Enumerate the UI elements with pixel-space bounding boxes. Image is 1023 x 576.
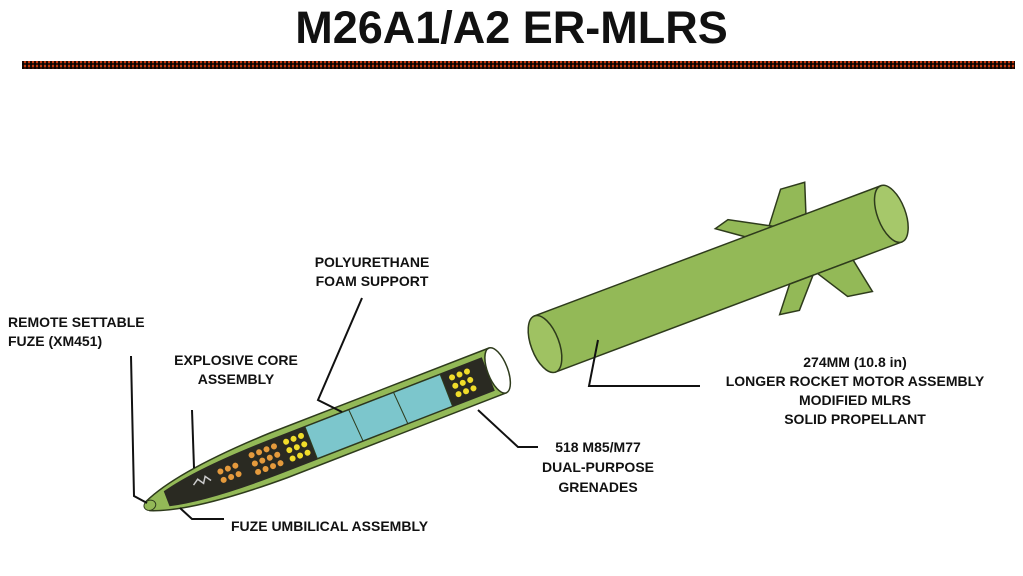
grenades-yellow	[283, 368, 477, 462]
title-divider	[22, 61, 1015, 69]
grenades-orange	[217, 443, 284, 483]
warhead	[143, 346, 512, 512]
leader-lines	[130, 297, 700, 520]
label-fuze-umbilical: FUZE UMBILICAL ASSEMBLY	[231, 518, 429, 534]
fin	[816, 259, 874, 298]
leader-motor	[587, 339, 700, 387]
leader-umbilical	[179, 507, 224, 520]
label-motor: 274MM (10.8 in)LONGER ROCKET MOTOR ASSEM…	[726, 354, 985, 427]
leader-grenades	[477, 409, 538, 448]
leader-core	[191, 409, 195, 469]
motor-end-cap	[873, 184, 909, 244]
foam-support	[304, 373, 454, 460]
leader-fuze	[130, 355, 148, 504]
fin	[778, 274, 815, 316]
motor-front-cap	[527, 314, 563, 374]
page-title: M26A1/A2 ER-MLRS	[295, 2, 728, 53]
rocket-motor	[527, 181, 909, 374]
leader-foam	[316, 297, 363, 413]
